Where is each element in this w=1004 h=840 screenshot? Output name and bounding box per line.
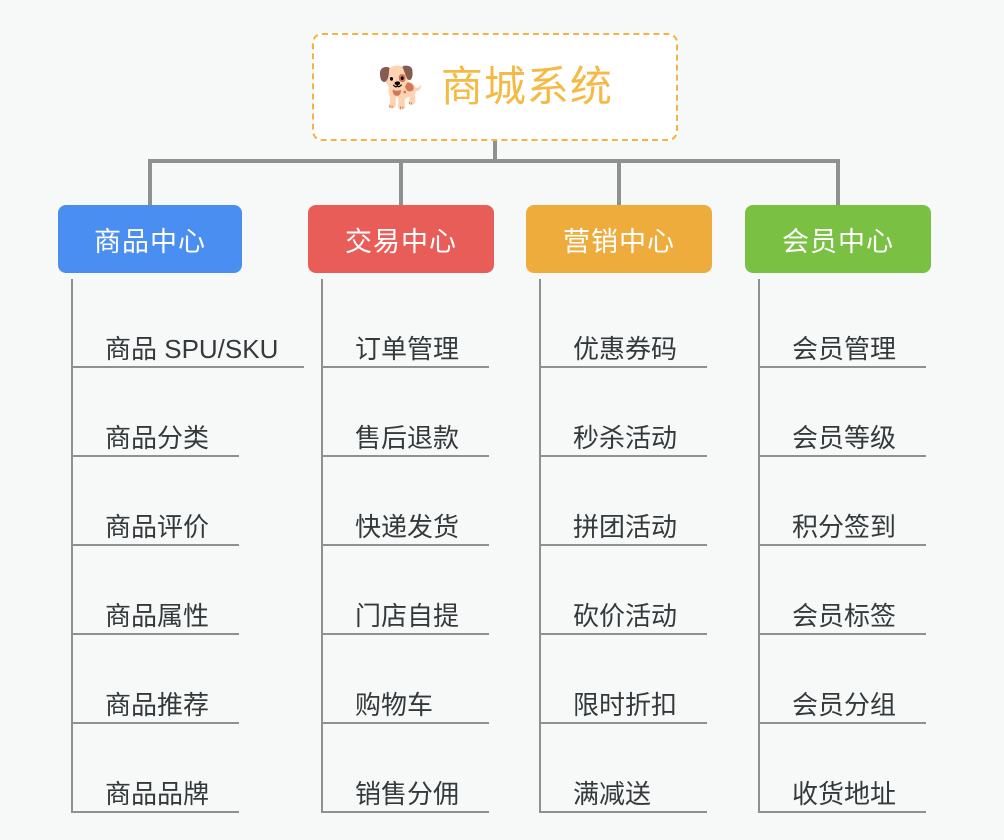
category-header-member-center[interactable]: 会员中心 xyxy=(745,205,931,273)
connector-drop-trade-center xyxy=(399,159,403,205)
item-label: 拼团活动 xyxy=(573,512,678,543)
list-item[interactable]: 门店自提 xyxy=(321,546,489,635)
list-item[interactable]: 购物车 xyxy=(321,635,489,724)
connector-drop-marketing-center xyxy=(617,159,621,205)
list-item[interactable]: 快递发货 xyxy=(321,457,489,546)
list-item[interactable]: 收货地址 xyxy=(758,724,926,813)
branch-marketing-center: 营销中心 优惠券码 秒杀活动 拼团活动 砍价活动 限时折扣 满减送 xyxy=(526,205,712,813)
list-item[interactable]: 会员管理 xyxy=(758,279,926,368)
list-item[interactable]: 砍价活动 xyxy=(539,546,707,635)
list-item[interactable]: 优惠券码 xyxy=(539,279,707,368)
item-label: 门店自提 xyxy=(355,601,460,632)
item-list-member-center: 会员管理 会员等级 积分签到 会员标签 会员分组 收货地址 xyxy=(758,273,931,813)
item-label: 会员分组 xyxy=(792,690,897,721)
list-item[interactable]: 商品属性 xyxy=(71,546,239,635)
list-item[interactable]: 销售分佣 xyxy=(321,724,489,813)
item-label: 商品属性 xyxy=(105,601,210,632)
root-title: 商城系统 xyxy=(440,63,613,110)
item-label: 商品评价 xyxy=(105,512,210,543)
category-header-marketing-center[interactable]: 营销中心 xyxy=(526,205,712,273)
list-item[interactable]: 商品分类 xyxy=(71,368,239,457)
list-item[interactable]: 限时折扣 xyxy=(539,635,707,724)
connector-drop-member-center xyxy=(836,159,840,205)
branch-member-center: 会员中心 会员管理 会员等级 积分签到 会员标签 会员分组 收货地址 xyxy=(745,205,931,813)
list-item[interactable]: 商品 SPU/SKU xyxy=(71,279,305,368)
item-label: 商品分类 xyxy=(105,423,210,454)
list-item[interactable]: 会员标签 xyxy=(758,546,926,635)
list-item[interactable]: 售后退款 xyxy=(321,368,489,457)
item-list-trade-center: 订单管理 售后退款 快递发货 门店自提 购物车 销售分佣 xyxy=(321,273,494,813)
list-item[interactable]: 订单管理 xyxy=(321,279,489,368)
item-label: 商品品牌 xyxy=(105,779,210,810)
list-item[interactable]: 满减送 xyxy=(539,724,707,813)
item-label: 砍价活动 xyxy=(573,601,678,632)
connector-drop-product-center xyxy=(148,159,152,205)
item-label: 限时折扣 xyxy=(573,690,678,721)
category-header-trade-center[interactable]: 交易中心 xyxy=(308,205,494,273)
item-label: 秒杀活动 xyxy=(573,423,678,454)
list-item[interactable]: 会员等级 xyxy=(758,368,926,457)
connector-horizontal-bus xyxy=(148,159,840,163)
item-label: 售后退款 xyxy=(355,423,460,454)
item-label: 收货地址 xyxy=(792,779,897,810)
list-item[interactable]: 秒杀活动 xyxy=(539,368,707,457)
connector-root-stem xyxy=(493,141,497,163)
category-label: 营销中心 xyxy=(563,226,675,257)
item-label: 订单管理 xyxy=(355,334,460,365)
list-item[interactable]: 会员分组 xyxy=(758,635,926,724)
item-list-marketing-center: 优惠券码 秒杀活动 拼团活动 砍价活动 限时折扣 满减送 xyxy=(539,273,712,813)
list-item[interactable]: 拼团活动 xyxy=(539,457,707,546)
category-label: 交易中心 xyxy=(345,226,457,257)
shiba-dog-icon: 🐕 xyxy=(377,66,427,110)
item-label: 会员标签 xyxy=(792,601,897,632)
category-label: 会员中心 xyxy=(782,226,894,257)
list-item[interactable]: 商品推荐 xyxy=(71,635,239,724)
item-label: 积分签到 xyxy=(792,512,897,543)
list-item[interactable]: 积分签到 xyxy=(758,457,926,546)
branch-product-center: 商品中心 商品 SPU/SKU 商品分类 商品评价 商品属性 商品推荐 商品品牌 xyxy=(58,205,305,813)
root-node[interactable]: 🐕 商城系统 xyxy=(312,33,678,141)
list-item[interactable]: 商品品牌 xyxy=(71,724,239,813)
item-label: 商品 SPU/SKU xyxy=(105,334,279,365)
list-item[interactable]: 商品评价 xyxy=(71,457,239,546)
branch-trade-center: 交易中心 订单管理 售后退款 快递发货 门店自提 购物车 销售分佣 xyxy=(308,205,494,813)
item-list-product-center: 商品 SPU/SKU 商品分类 商品评价 商品属性 商品推荐 商品品牌 xyxy=(71,273,305,813)
item-label: 商品推荐 xyxy=(105,690,210,721)
item-label: 优惠券码 xyxy=(573,334,678,365)
item-label: 快递发货 xyxy=(355,512,460,543)
category-header-product-center[interactable]: 商品中心 xyxy=(58,205,242,273)
category-label: 商品中心 xyxy=(94,226,206,257)
item-label: 会员等级 xyxy=(792,423,897,454)
item-label: 会员管理 xyxy=(792,334,897,365)
item-label: 购物车 xyxy=(355,690,434,721)
item-label: 满减送 xyxy=(573,779,652,810)
item-label: 销售分佣 xyxy=(355,779,460,810)
